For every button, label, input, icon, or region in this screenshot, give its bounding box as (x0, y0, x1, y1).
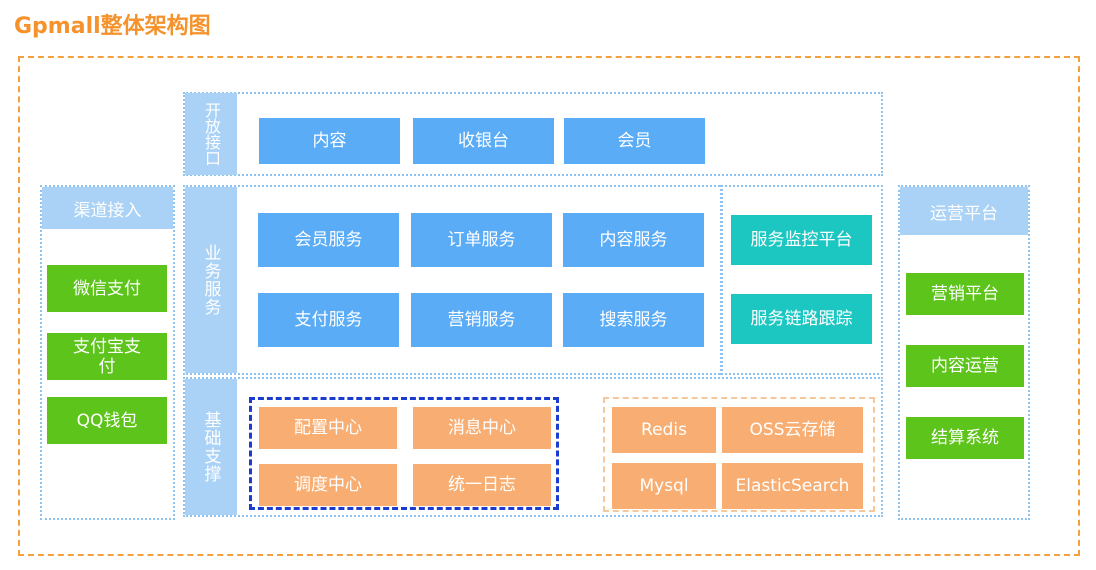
config-center: 配置中心 (259, 407, 397, 449)
mysql: Mysql (612, 463, 716, 509)
channel-alipay: 支付宝支付 (47, 333, 167, 380)
payment-service: 支付服务 (258, 293, 399, 347)
open-api-content: 内容 (259, 118, 400, 164)
open-api-member: 会员 (564, 118, 705, 164)
open-api-label: 开放接口 (185, 93, 237, 175)
search-service: 搜索服务 (563, 293, 704, 347)
elasticsearch: ElasticSearch (722, 463, 863, 509)
channel-qq-wallet: QQ钱包 (47, 397, 167, 444)
redis: Redis (612, 407, 716, 453)
operation-label: 运营平台 (900, 187, 1028, 235)
channel-panel (40, 185, 175, 520)
settlement-system: 结算系统 (906, 417, 1024, 459)
operation-panel (898, 185, 1030, 520)
architecture-frame (18, 56, 1080, 556)
monitor-panel (720, 185, 883, 375)
storage-group (603, 397, 875, 512)
infrastructure-label: 基础支撑 (185, 379, 237, 515)
service-trace: 服务链路跟踪 (731, 294, 872, 344)
open-api-panel (183, 92, 883, 176)
oss-storage: OSS云存储 (722, 407, 863, 453)
unified-logging: 统一日志 (413, 464, 551, 506)
member-service: 会员服务 (258, 213, 399, 267)
order-service: 订单服务 (411, 213, 552, 267)
business-label: 业务服务 (185, 187, 237, 373)
middleware-group (249, 397, 559, 510)
channel-label: 渠道接入 (42, 187, 173, 229)
diagram-title: Gpmall整体架构图 (14, 14, 211, 39)
marketing-service: 营销服务 (411, 293, 552, 347)
business-panel (183, 185, 723, 375)
scheduling-center: 调度中心 (259, 464, 397, 506)
content-operation: 内容运营 (906, 345, 1024, 387)
marketing-platform: 营销平台 (906, 273, 1024, 315)
content-service: 内容服务 (563, 213, 704, 267)
infrastructure-panel (183, 377, 883, 517)
message-center: 消息中心 (413, 407, 551, 449)
service-monitor-platform: 服务监控平台 (731, 215, 872, 265)
open-api-cashier: 收银台 (413, 118, 554, 164)
channel-wechat-pay: 微信支付 (47, 265, 167, 312)
